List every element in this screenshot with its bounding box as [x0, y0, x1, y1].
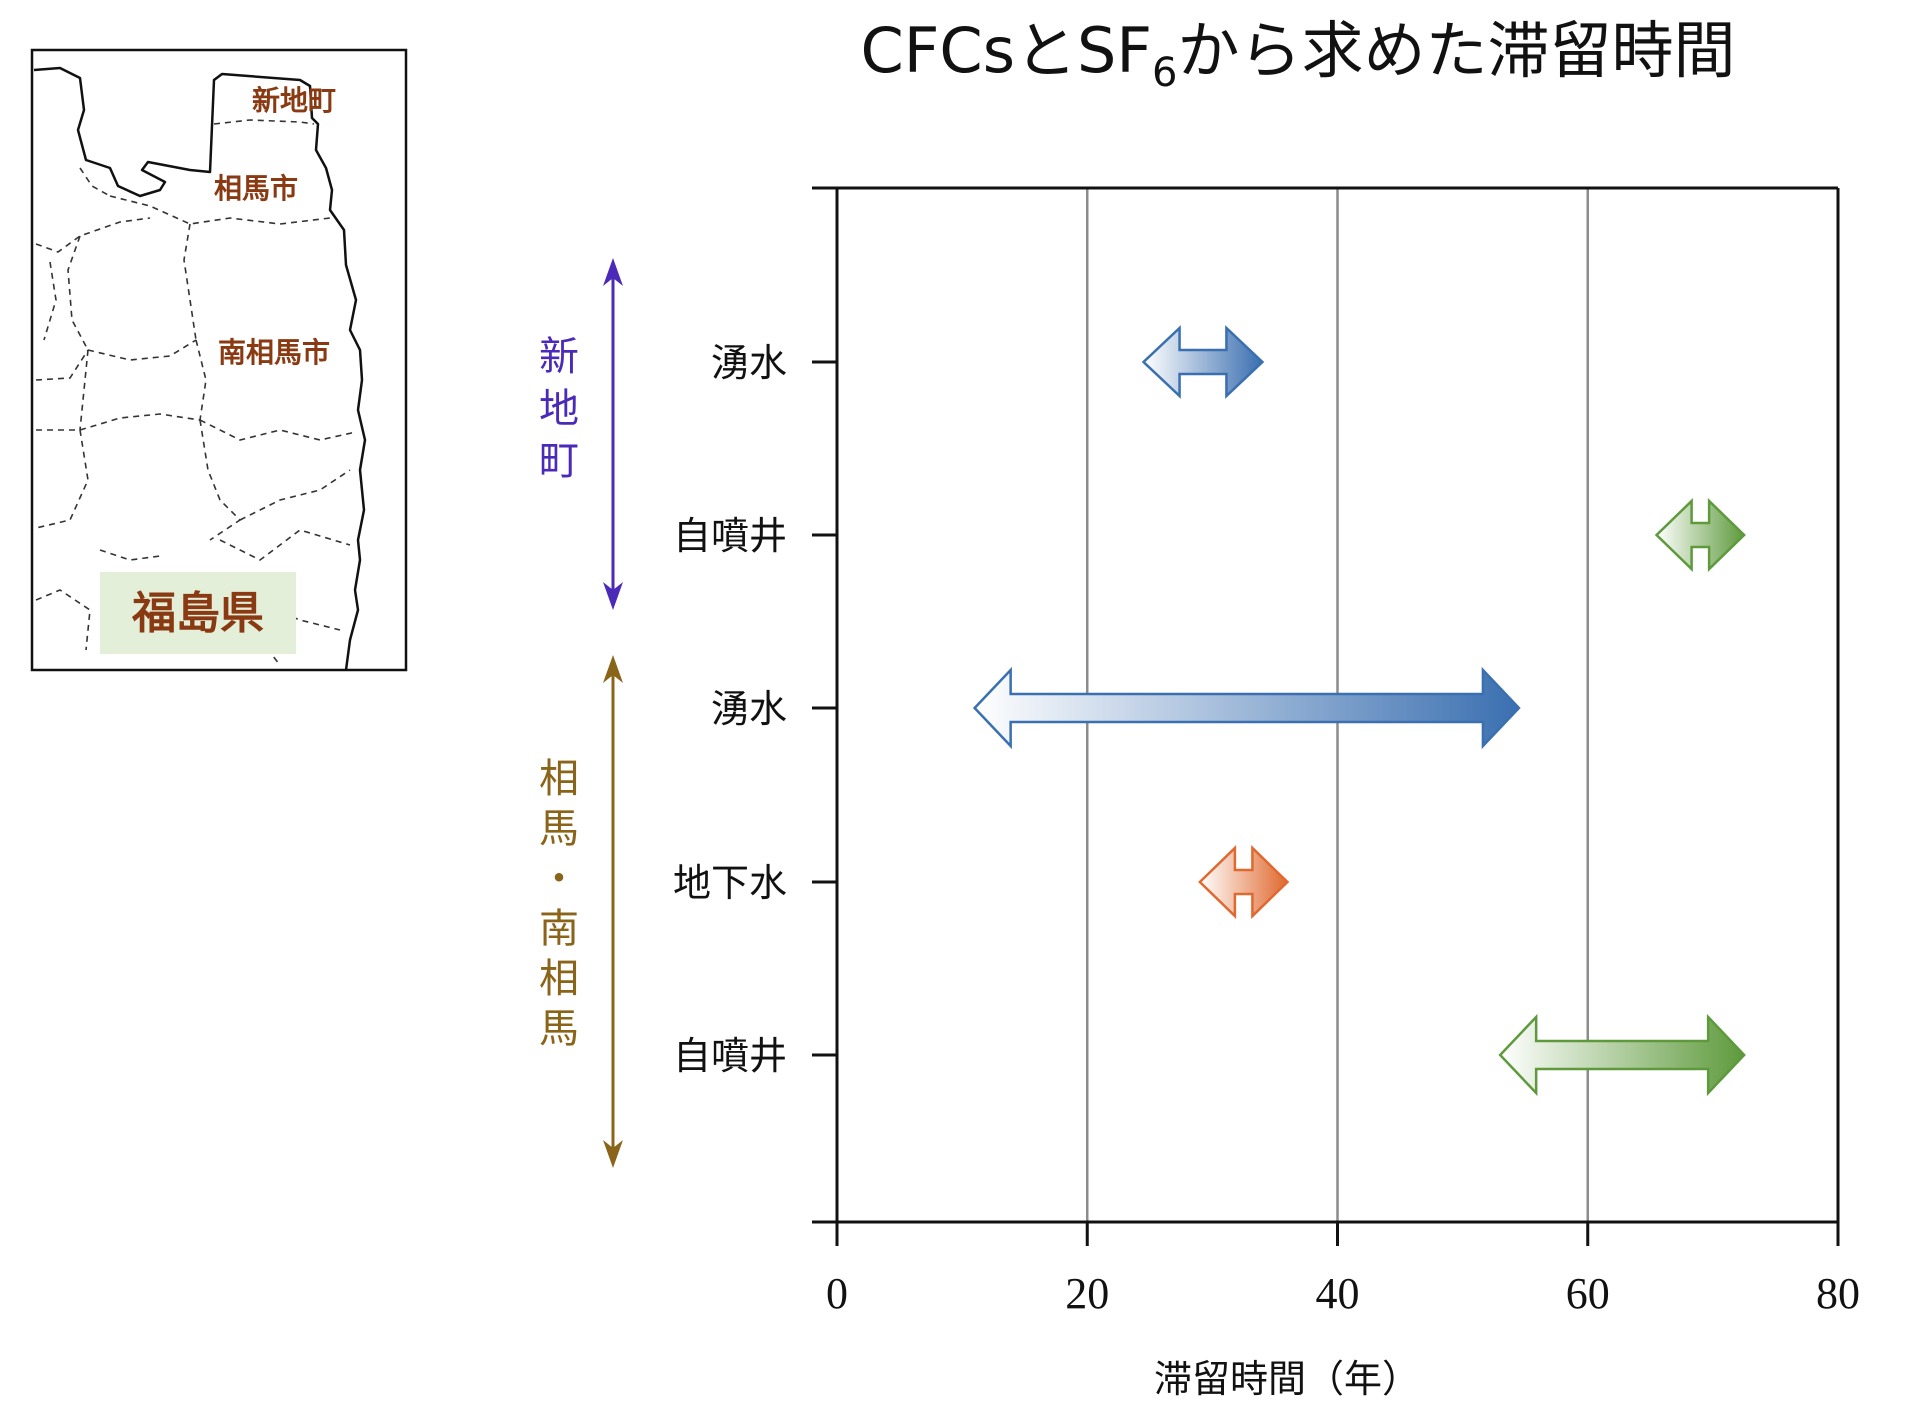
inset-map: 新地町 相馬市 南相馬市 福島県 — [30, 48, 408, 672]
range-arrow — [1498, 1013, 1746, 1097]
map-label-shinchi: 新地町 — [252, 84, 336, 117]
x-tick-label: 60 — [1566, 1269, 1610, 1318]
prefecture-label-bg — [100, 572, 296, 654]
group-label-char: 馬 — [539, 1006, 579, 1052]
x-tick-label: 20 — [1065, 1269, 1109, 1318]
range-arrow — [1654, 498, 1746, 572]
y-tick-label: 湧水 — [711, 687, 787, 731]
plot-frame — [812, 186, 1840, 1224]
group-label-char: 馬 — [539, 806, 579, 852]
group-bracket-arrowhead-bottom — [603, 582, 623, 610]
x-tick-label: 80 — [1816, 1269, 1860, 1318]
chart-title: CFCsとSF6から求めた滞留時間 — [860, 14, 1735, 96]
group-label-char: 相 — [539, 956, 579, 1002]
map-label-soma: 相馬市 — [214, 172, 298, 205]
x-axis-title: 滞留時間（年） — [1154, 1357, 1420, 1401]
y-tick-label: 湧水 — [711, 341, 787, 385]
group-bracket-arrowhead-top — [603, 655, 623, 683]
municipal-boundaries — [35, 119, 357, 666]
map-label-minamisoma: 南相馬市 — [218, 336, 330, 369]
range-arrow — [1141, 325, 1265, 399]
coastline — [33, 66, 367, 671]
group-label-char: 町 — [539, 438, 579, 484]
group-label-char: 地 — [539, 386, 579, 432]
group-label-char: 相 — [539, 756, 579, 802]
y-tick-label: 自噴井 — [673, 514, 787, 558]
y-tick-label: 地下水 — [673, 861, 787, 905]
group-label-char: 南 — [539, 906, 579, 952]
range-arrow — [972, 666, 1521, 750]
group-label-char: ・ — [539, 856, 579, 902]
range-arrow — [1198, 845, 1290, 919]
x-tick-label: 40 — [1316, 1269, 1360, 1318]
group-label-char: 新 — [539, 334, 579, 380]
range-arrows — [972, 325, 1746, 1097]
map-frame — [30, 48, 408, 672]
x-tick-label: 0 — [826, 1269, 848, 1318]
map-label-prefecture: 福島県 — [131, 588, 264, 639]
group-bracket-arrowhead-bottom — [603, 1140, 623, 1168]
y-tick-label: 自噴井 — [673, 1034, 787, 1078]
x-ticks: 0 20 40 60 80 — [826, 1222, 1860, 1318]
group-bracket-arrowhead-top — [603, 258, 623, 286]
